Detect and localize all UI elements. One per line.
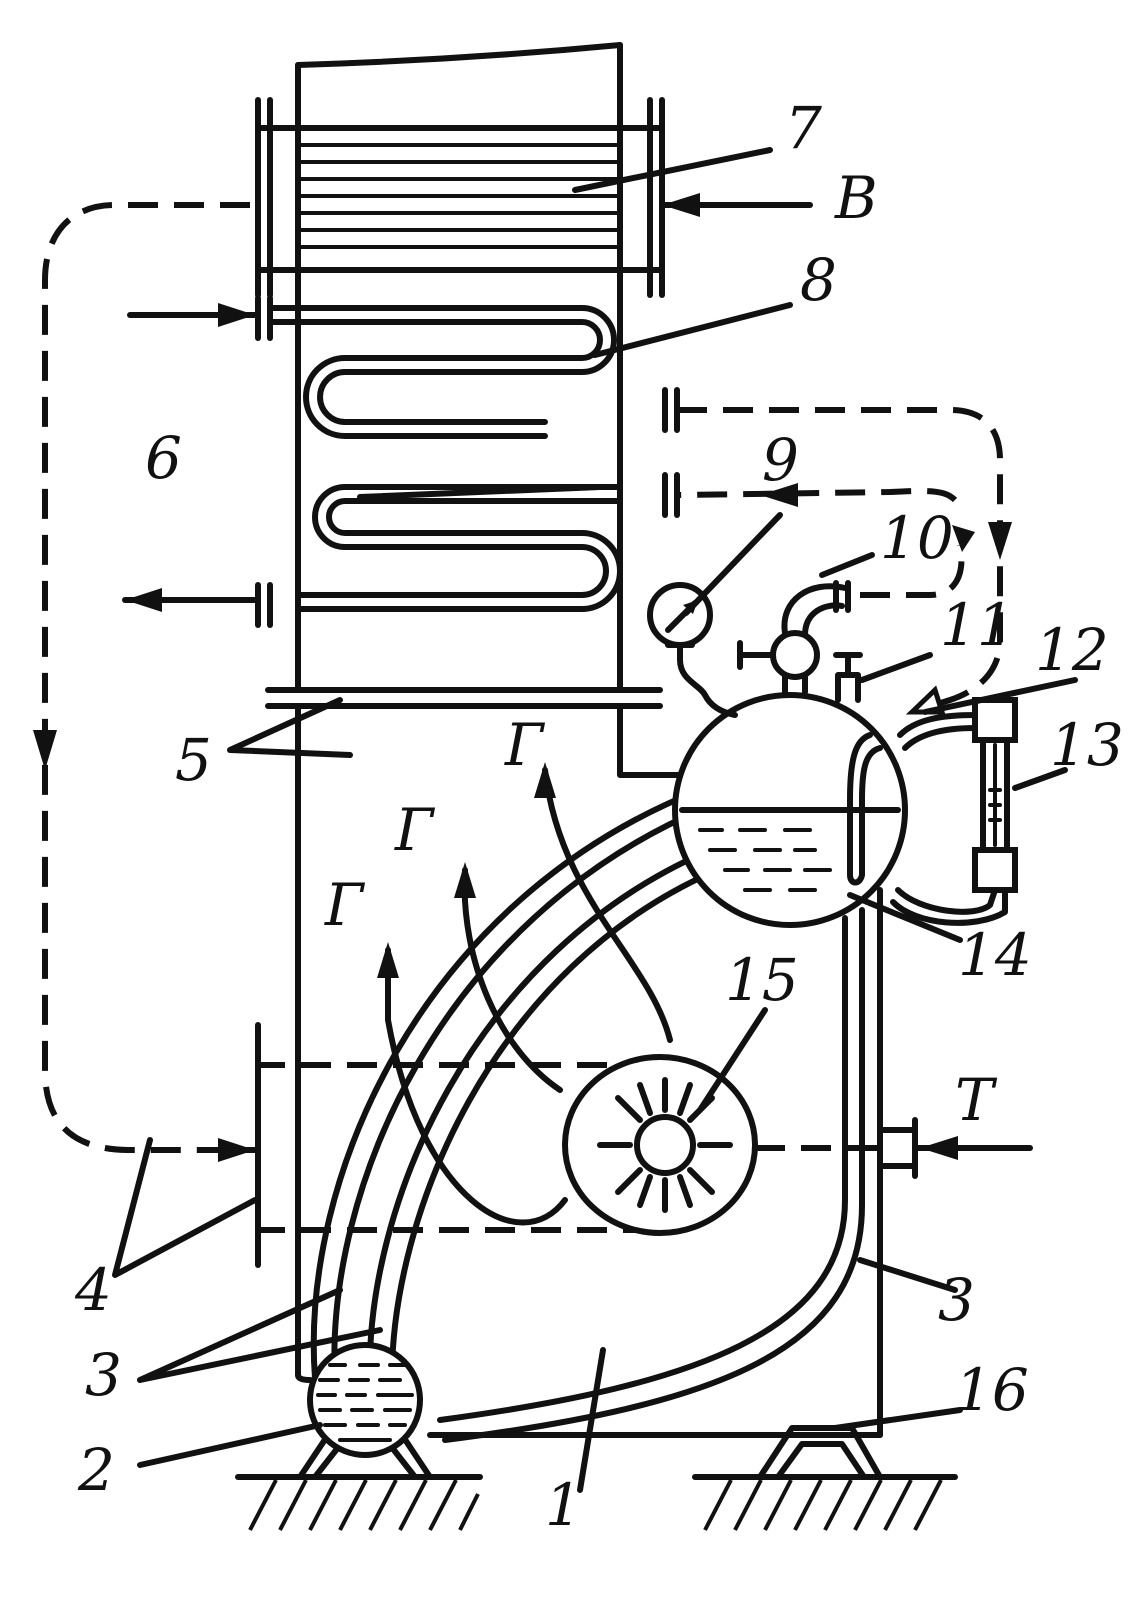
air-inlet-arrow [127,303,258,327]
label-3-left: 3 [85,1341,122,1409]
coil-8 [255,295,680,439]
dashed-loop-left [33,202,255,1162]
label-gas-1: Г [504,711,546,779]
label-1: 1 [545,1471,582,1539]
label-7: 7 [785,94,822,162]
label-fuel-in: Т [955,1066,998,1134]
ground-right [692,1474,958,1531]
ground-left [235,1474,483,1531]
dashed-loop-right [677,407,1012,715]
dashed-loop-steam [679,483,975,598]
valve-11 [833,652,863,703]
economizer-7 [255,97,665,298]
label-8: 8 [800,246,837,314]
water-inlet-arrow [659,193,813,217]
furnace-1 [295,703,883,1438]
leader-lines [112,147,1078,1493]
label-15: 15 [725,946,799,1014]
label-gas-3: Г [324,871,366,939]
gas-flow-arrows [377,762,673,1226]
valve-10 [737,580,851,695]
label-2: 2 [77,1436,115,1504]
label-9: 9 [762,426,799,494]
upper-drum-14 [672,692,908,928]
label-4: 4 [74,1256,112,1324]
risers-3 [310,787,725,1385]
support-16 [757,1425,883,1480]
outlet-arrow-left [122,588,261,612]
burner-15 [562,1054,758,1236]
label-5: 5 [175,726,212,794]
label-water-in: В [834,164,878,232]
fuel-inlet [877,1117,1033,1179]
label-10: 10 [880,504,954,572]
label-3-right: 3 [938,1266,975,1334]
label-6: 6 [145,424,182,492]
coil-6 [255,472,680,628]
lower-drum-2 [295,1342,423,1458]
water-gauge-13 [890,697,1018,926]
label-11: 11 [940,591,1014,659]
label-gas-2: Г [394,796,436,864]
downcomer-3 [437,907,865,1443]
labels: 7 В 8 6 9 10 11 12 13 14 15 5 Г Г Г 4 Т … [74,94,1124,1539]
label-12: 12 [1035,616,1109,684]
label-13: 13 [1050,711,1124,779]
label-16: 16 [955,1356,1029,1424]
label-14: 14 [958,921,1032,989]
